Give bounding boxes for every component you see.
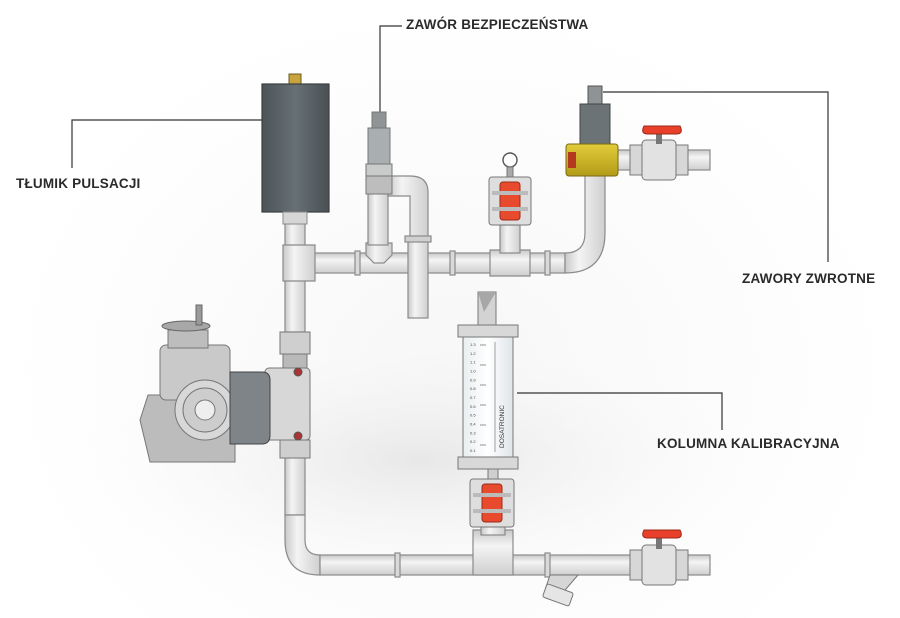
leader-pulsation-damper [71, 119, 262, 168]
label-safety-valve: ZAWÓR BEZPIECZEŃSTWA [406, 17, 589, 32]
leader-lines [71, 25, 829, 430]
pressure-gauge-assembly [488, 152, 532, 226]
column-scale-tick: 0.5 [470, 413, 476, 418]
column-brand: DOSATRONIC [499, 405, 506, 448]
column-scale-tick: 0.3 [470, 430, 476, 435]
column-scale-tick: 0.2 [470, 439, 476, 444]
leader-check-valves [603, 91, 829, 262]
column-scale-tick: 0.9 [470, 377, 476, 382]
safety-valve [365, 111, 393, 195]
calibration-column: DOSATRONIC [457, 291, 519, 480]
leader-safety-valve [379, 25, 402, 112]
column-scale-tick: 0.1 [470, 448, 476, 453]
label-calibration-column: KOLUMNA KALIBRACYJNA [657, 436, 840, 451]
metering-pump [139, 304, 311, 463]
column-scale-tick: 1.2 [470, 351, 476, 356]
label-pulsation-damper: TŁUMIK PULSACJI [16, 176, 141, 191]
pulsation-damper [261, 73, 330, 225]
column-scale-tick: 0.4 [470, 422, 476, 427]
column-scale-tick: 0.8 [470, 386, 476, 391]
ball-valve-bottom-right [629, 529, 689, 586]
ball-valve-top-right [629, 125, 689, 181]
column-scale-tick: 0.6 [470, 404, 476, 409]
column-scale-tick: 1.3 [470, 342, 476, 347]
column-scale-tick: 0.7 [470, 395, 476, 400]
column-scale-tick: 1.0 [470, 369, 476, 374]
pipe-network [282, 149, 711, 578]
label-check-valves: ZAWORY ZWROTNE [742, 271, 876, 286]
column-scale-tick: 1.1 [470, 360, 476, 365]
check-valve-top [565, 85, 619, 177]
y-strainer [542, 574, 580, 607]
ball-valve-under-column [469, 478, 515, 528]
leader-calibration-column [517, 392, 723, 430]
